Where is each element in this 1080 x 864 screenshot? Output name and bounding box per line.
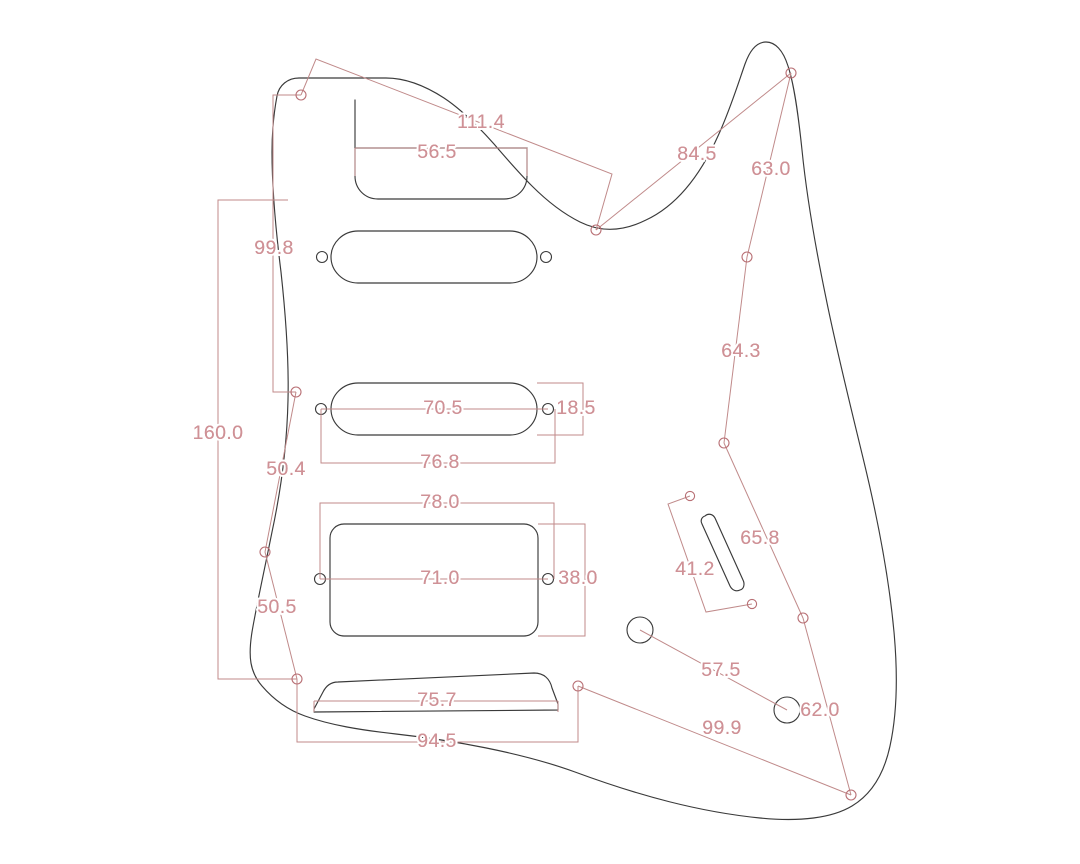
- dimension-label-halo: 111.4: [457, 111, 505, 133]
- dimension-label-d_99_8: 99.8: [254, 237, 294, 259]
- dim-leader-63-0: [746, 72, 792, 258]
- dimension-label-halo: 41.2: [675, 558, 715, 580]
- dimension-label-halo: 76.8: [420, 451, 460, 473]
- screw-hole-lower-right: [718, 437, 730, 449]
- dimension-label-d_41_2: 41.2: [675, 558, 715, 580]
- dimension-origin-marks-group: [259, 67, 857, 801]
- dimension-label-d_18_5: 18.5: [556, 397, 596, 419]
- screw-hole-switch-bottom: [746, 598, 758, 610]
- dimension-label-d_64_3: 64.3: [721, 340, 761, 362]
- dim-leader-160-0: [217, 199, 297, 680]
- dimension-label-d_57_5: 57.5: [701, 659, 741, 681]
- dimension-label-d_56_5: 56.5: [417, 141, 457, 163]
- dimension-label-d_160_0: 160.0: [193, 422, 244, 444]
- dimension-label-d_84_5: 84.5: [677, 143, 717, 165]
- dimension-label-d_99_9: 99.9: [702, 717, 742, 739]
- cavities-group: [313, 99, 745, 713]
- dimension-label-halo: 38.0: [558, 567, 598, 589]
- dimension-label-halo: 50.4: [266, 458, 306, 480]
- dimension-label-d_63_0: 63.0: [751, 158, 791, 180]
- screw-hole-upper-bout: [785, 67, 797, 79]
- dimension-label-halo: 18.5: [556, 397, 596, 419]
- dimension-label-d_94_5: 94.5: [417, 730, 457, 752]
- dim-leader-84-5: [595, 72, 792, 231]
- dimension-label-d_65_8: 65.8: [740, 527, 780, 549]
- dim-leader-57-5: [639, 629, 788, 711]
- control-plate-cavity: [313, 672, 559, 713]
- neck-humbucker-cavity: [354, 99, 528, 200]
- screw-hole-bottom-mid: [572, 680, 584, 692]
- pot-hole-lower: [773, 696, 801, 724]
- pickguard-outer-outline: [249, 41, 897, 821]
- pickguard-outline-group: [249, 41, 897, 821]
- dimension-label-halo: 64.3: [721, 340, 761, 362]
- dimension-label-halo: 56.5: [417, 141, 457, 163]
- switch-slot: [700, 513, 745, 592]
- dim-leader-38-0: [538, 523, 586, 637]
- dimension-label-d_38_0: 38.0: [558, 567, 598, 589]
- dim-leader-99-9: [577, 685, 852, 796]
- dimension-label-d_50_4: 50.4: [266, 458, 306, 480]
- dimension-label-halo: 94.5: [417, 730, 457, 752]
- dim-leader-64-3: [723, 256, 748, 444]
- dimension-label-d_111_4: 111.4: [457, 111, 505, 133]
- dimension-label-d_71_0: 71.0: [420, 567, 460, 589]
- dim-leader-78-0: [319, 502, 555, 579]
- screw-hole-top-left: [295, 89, 307, 101]
- dim-leader-41-2: [667, 495, 753, 613]
- screw-hole-low-left: [259, 546, 271, 558]
- dimension-label-halo: 50.5: [257, 596, 297, 618]
- dim-leader-50-4: [264, 391, 297, 553]
- dimension-label-halo: 71.0: [420, 567, 460, 589]
- screw-hole-bottom-right: [845, 789, 857, 801]
- dim-leader-76-8: [320, 409, 556, 464]
- dim-leader-99-8: [272, 94, 301, 393]
- screw-hole-mid-pu-right: [539, 250, 553, 264]
- screw-hole-mid-right: [741, 251, 753, 263]
- dimension-label-halo: 70.5: [423, 397, 463, 419]
- dimension-label-d_78_0: 78.0: [420, 491, 460, 513]
- screw-hole-waist: [590, 224, 602, 236]
- dim-leader-94-5: [296, 679, 579, 743]
- dimension-label-d_76_8: 76.8: [420, 451, 460, 473]
- dimension-label-halo: 160.0: [193, 422, 244, 444]
- dimension-label-halo: 75.7: [417, 689, 457, 711]
- dimension-label-halo: 78.0: [420, 491, 460, 513]
- screw-hole-right-lower: [797, 612, 809, 624]
- dimension-label-halo: 84.5: [677, 143, 717, 165]
- pot-hole-upper: [626, 616, 654, 644]
- dimension-label-halo: 99.9: [702, 717, 742, 739]
- dimension-label-d_62_0: 62.0: [800, 699, 840, 721]
- dimension-label-d_50_5: 50.5: [257, 596, 297, 618]
- screw-hole-mid-pu-left: [315, 250, 329, 264]
- dim-leader-50-5: [264, 551, 298, 680]
- dimension-label-halo: 63.0: [751, 158, 791, 180]
- dim-leader-18-5: [537, 382, 584, 436]
- dimension-label-halo: 65.8: [740, 527, 780, 549]
- screw-hole-bottom-left: [291, 673, 303, 685]
- dim-leader-111-4: [300, 58, 613, 231]
- dimension-lines-group: [217, 58, 852, 796]
- holes-group: [313, 250, 801, 724]
- dimension-label-d_75_7: 75.7: [417, 689, 457, 711]
- screw-hole-mid-left: [290, 386, 302, 398]
- dimension-label-halo: 62.0: [800, 699, 840, 721]
- middle-singlecoil-cavity: [330, 230, 538, 284]
- dim-leader-62-0: [802, 617, 852, 796]
- dimension-label-halo: 57.5: [701, 659, 741, 681]
- screw-hole-switch-top: [684, 490, 696, 502]
- dim-leader-65-8: [723, 442, 804, 619]
- second-singlecoil-cavity: [330, 382, 538, 436]
- bridge-humbucker-cavity: [329, 523, 539, 637]
- dimension-label-d_70_5: 70.5: [423, 397, 463, 419]
- dimension-label-halo: 99.8: [254, 237, 294, 259]
